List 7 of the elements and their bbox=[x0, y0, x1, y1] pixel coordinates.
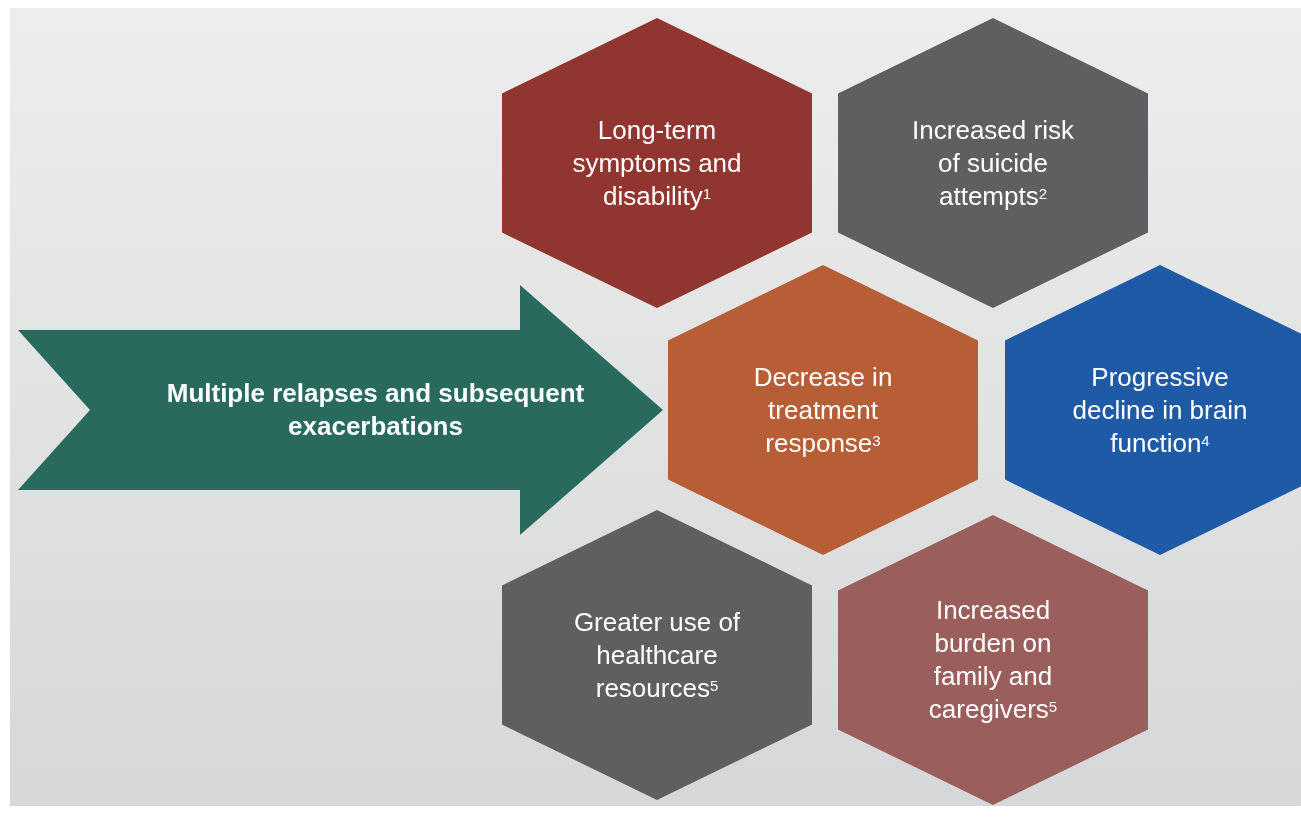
hexagon-label: Decrease in treatment response$^{3}$ bbox=[752, 360, 894, 460]
hexagon-label: Increased risk of suicide attempts$^{2}$ bbox=[911, 113, 1075, 213]
hexagon-label: Increased burden on family and caregivers$^{5}$ bbox=[927, 594, 1059, 726]
arrow-label: Multiple relapses and subsequent exacerbations bbox=[165, 377, 586, 443]
hexagon-label: Long-term symptoms and disability$^{1}$ bbox=[571, 113, 743, 213]
hexagon-label: Progressive decline in brain function$^{4}$ bbox=[1071, 360, 1249, 460]
hexagon-label: Greater use of healthcare resources$^{5}$ bbox=[572, 605, 742, 705]
